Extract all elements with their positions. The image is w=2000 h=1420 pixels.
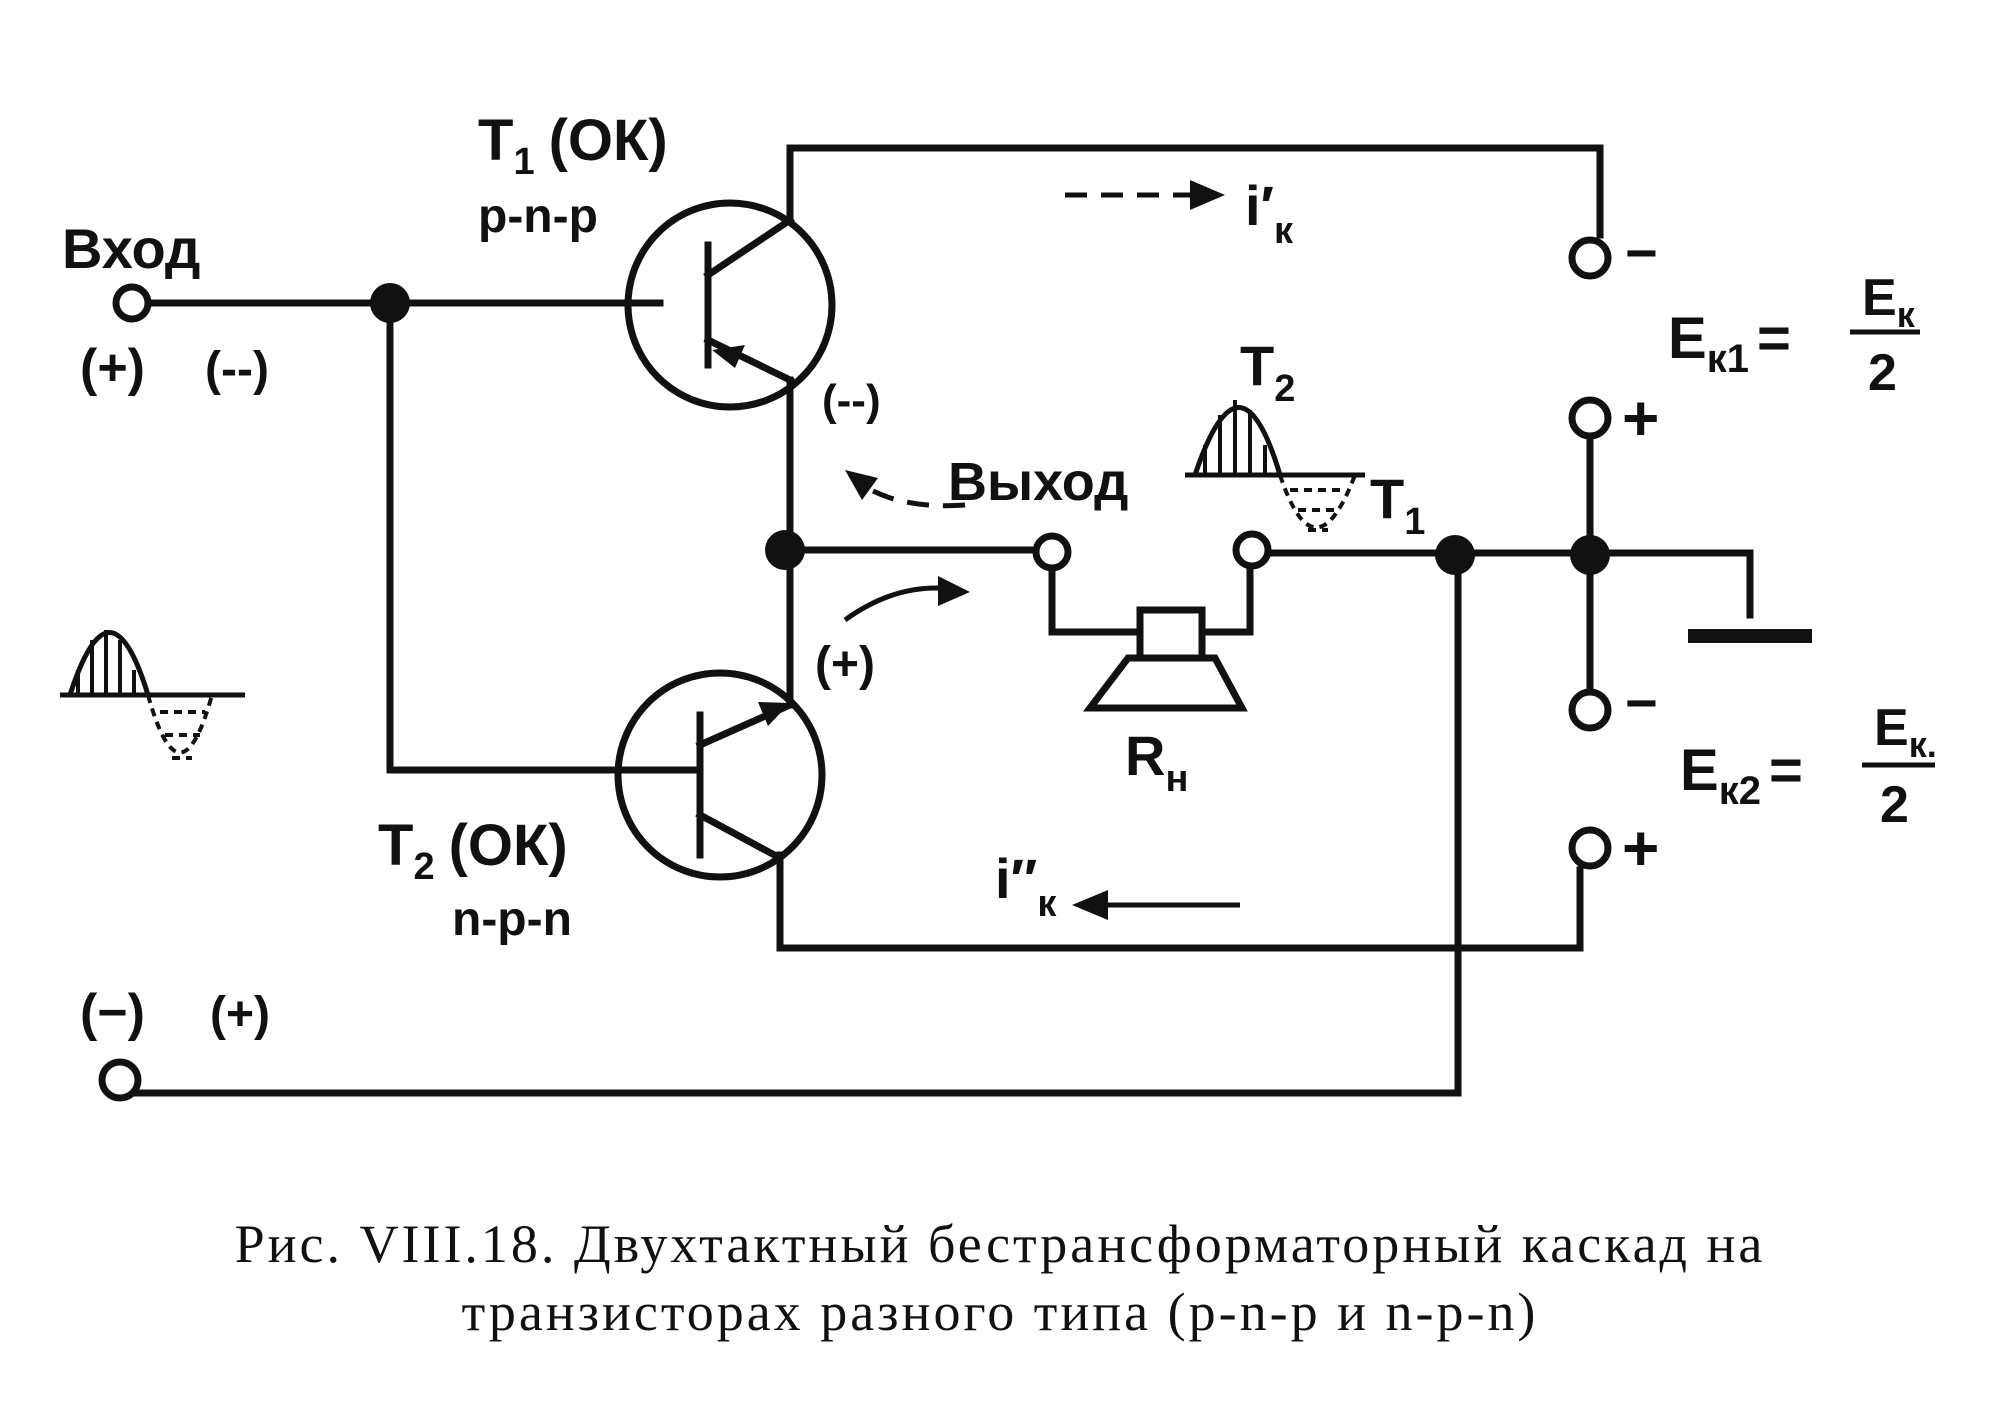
input-terminal	[112, 283, 152, 323]
wave-t1-label: T1	[1370, 467, 1425, 543]
waveform-input-hatch	[76, 630, 136, 695]
ek1-plus-sign: +	[1622, 382, 1659, 454]
t1-collector-lead	[703, 215, 795, 280]
ek1-frac-num: Eк	[1862, 269, 1916, 335]
ground-node	[1435, 535, 1475, 575]
waveform-output-hatch	[1203, 400, 1267, 475]
current-bottom-arrowhead	[1072, 890, 1108, 920]
common-rail-wire	[1264, 549, 1754, 619]
waveform-input	[60, 630, 245, 760]
current-top-label: i′к	[1245, 174, 1294, 252]
speaker-magnet	[1136, 606, 1206, 662]
waveform-output-dashed-fill	[1290, 488, 1345, 532]
wires	[116, 144, 1812, 1097]
t1-label: T1(ОК)	[478, 108, 668, 183]
wave-t2-label: T2	[1240, 334, 1295, 410]
load-label: Rн	[1125, 724, 1188, 800]
current-top-arrowhead	[1190, 180, 1225, 210]
top-rail-wire	[786, 144, 1604, 239]
nodes	[370, 283, 1610, 575]
t2-label: T2(ОК)	[378, 813, 568, 888]
ek2-plus-terminal	[1568, 826, 1612, 870]
waveform-input-dashed-fill	[160, 710, 205, 760]
ek2-plus-sign: +	[1622, 812, 1659, 884]
input-node	[370, 283, 410, 323]
loudspeaker-load	[1082, 606, 1248, 712]
bottom-polarity-alt: (+)	[210, 988, 270, 1041]
ek1-label: Eк1=	[1668, 306, 1791, 381]
t2-emitter-arrow	[758, 702, 790, 726]
t2-body	[614, 669, 826, 881]
figure-caption: Рис. VIII.18. Двухтактный бестрансформат…	[235, 1214, 1766, 1342]
waveform-input-positive	[67, 630, 151, 696]
speaker-cone	[1082, 654, 1248, 712]
labels: Вход (+) (--) T1(ОК) p-n-p T2(ОК) n-p-n …	[62, 108, 1937, 1042]
waveform-input-negative	[146, 694, 214, 755]
load-left-wire	[1048, 564, 1144, 636]
mid-node	[765, 530, 805, 570]
output-current-dashed-arrow	[853, 477, 966, 509]
input-label: Вход	[62, 217, 200, 280]
t1-type: p-n-p	[478, 190, 598, 243]
ek1-minus-sign: −	[1625, 221, 1658, 284]
t2-type: n-p-n	[452, 893, 572, 946]
ground-wire	[116, 549, 1462, 1097]
caption-line-2: транзисторах разного типа (p-n-p и n-p-n…	[462, 1282, 1539, 1342]
waveform-output	[1185, 400, 1365, 532]
input-polarity-alt: (--)	[205, 343, 269, 396]
transistor-t1	[624, 199, 836, 411]
supply-node	[1570, 535, 1610, 575]
load-right-wire	[1196, 564, 1254, 636]
current-arrows	[843, 180, 1240, 920]
input-polarity: (+)	[80, 339, 145, 397]
emitter-polarity: (+)	[815, 638, 875, 691]
t2-base-wire	[386, 299, 704, 774]
bottom-rail-wire	[776, 851, 1584, 952]
output-terminal-left	[1032, 532, 1072, 572]
output-label: Выход	[948, 452, 1128, 512]
waveform-output-positive	[1192, 405, 1283, 476]
terminals	[98, 236, 1612, 1102]
transistor-t2	[614, 669, 826, 881]
caption-line-1: Рис. VIII.18. Двухтактный бестрансформат…	[235, 1214, 1766, 1274]
ek2-frac-num: Eк.	[1874, 699, 1937, 765]
emitter-polarity-alt: (--)	[822, 376, 881, 425]
output-current-arrowhead	[938, 576, 970, 606]
t1-emitter-lead	[703, 335, 795, 385]
bottom-polarity: (−)	[80, 984, 145, 1042]
ek2-minus-sign: −	[1625, 671, 1658, 734]
t1-body	[624, 199, 836, 411]
ground-input-terminal	[98, 1058, 142, 1102]
ek1-frac-den: 2	[1868, 344, 1897, 402]
output-terminal-right	[1232, 530, 1272, 570]
waveform-output-negative	[1278, 474, 1357, 530]
ek2-minus-terminal	[1568, 688, 1612, 732]
t1-emitter-arrow	[712, 345, 745, 368]
t2-collector-lead	[695, 810, 785, 863]
ek1-minus-terminal	[1568, 236, 1612, 280]
ek2-frac-den: 2	[1880, 776, 1909, 834]
output-current-dashed-arrowhead	[845, 470, 878, 500]
ek2-label: Eк2=	[1680, 738, 1803, 813]
current-bottom-label: i″к	[995, 847, 1057, 925]
ek1-plus-terminal	[1568, 396, 1612, 440]
